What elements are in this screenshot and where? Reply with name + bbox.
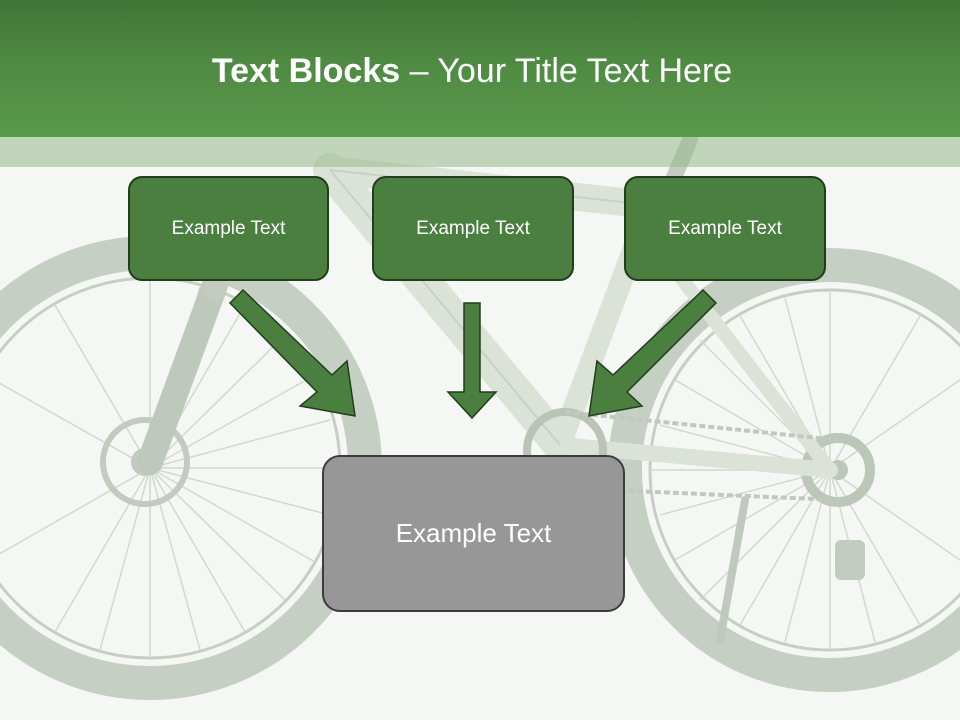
title-bar: [0, 0, 960, 137]
main-text-block-label: Example Text: [395, 518, 552, 548]
title-bar-strip: [0, 137, 960, 167]
text-block-1-label: Example Text: [171, 217, 286, 239]
slide-title-dash: –: [400, 52, 438, 90]
text-block-3-label: Example Text: [668, 217, 782, 239]
slide-title-bold: Text Blocks: [211, 52, 401, 90]
slide-title: Text Blocks – Your Title Text Here: [0, 52, 944, 91]
main-text-block[interactable]: Example Text: [322, 455, 625, 612]
text-block-2-label: Example Text: [416, 217, 530, 239]
text-block-1[interactable]: Example Text: [128, 176, 329, 281]
text-block-2[interactable]: Example Text: [372, 176, 574, 281]
slide-title-rest: Your Title Text Here: [437, 52, 733, 90]
text-block-3[interactable]: Example Text: [624, 176, 826, 281]
